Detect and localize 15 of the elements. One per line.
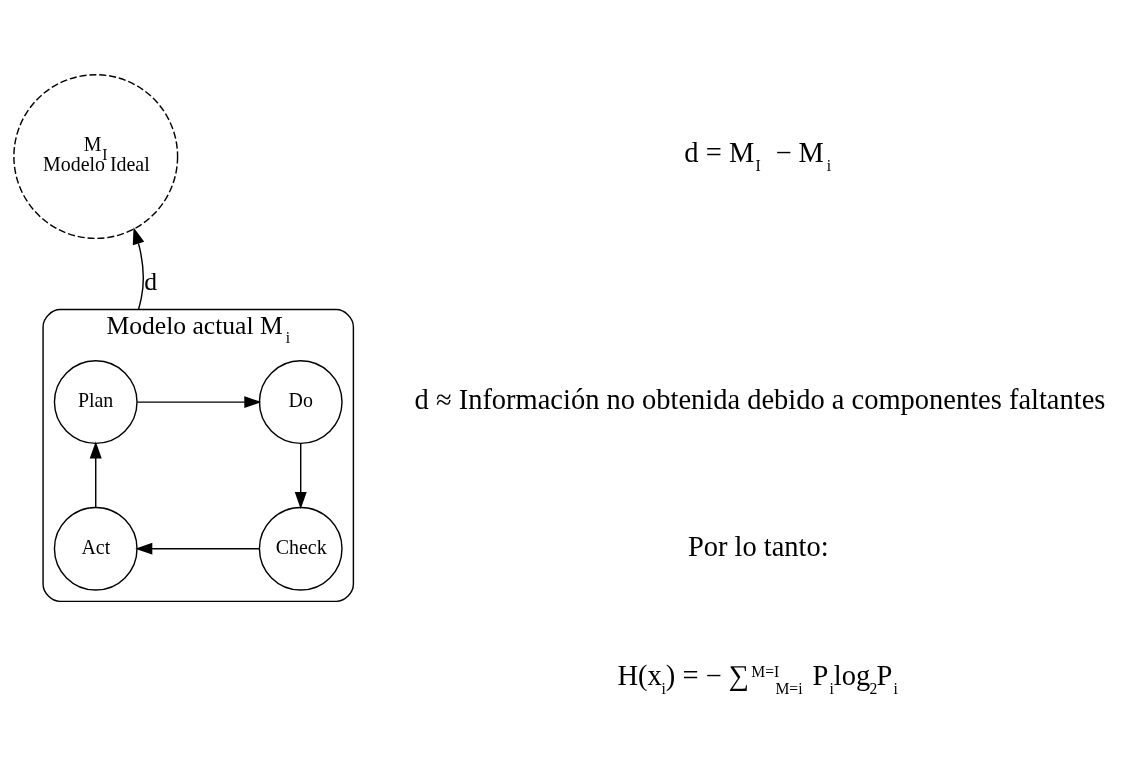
- arrow: [294, 442, 307, 510]
- label: H(x$_{i}$) = − ∑$^{M=I}$$_{M=i}$ P$_{i}$log$_{2}$P$_{i}$: [617, 660, 898, 697]
- arrow: [132, 227, 145, 311]
- node-circle: M$_{I}$ Modelo Ideal: [13, 74, 179, 240]
- node-circle: Check: [258, 506, 343, 591]
- node-circle: Plan: [53, 360, 138, 445]
- arrow: [136, 396, 262, 409]
- label: d ≈ Información no obtenida debido a componentes faltantes: [414, 384, 1106, 416]
- label: Por lo tanto:: [687, 530, 829, 562]
- node-circle: Do: [258, 360, 343, 445]
- edge-label: d: [144, 267, 157, 297]
- node-circle: Act: [53, 506, 138, 591]
- arrow: [89, 441, 102, 508]
- arrow: [135, 542, 260, 555]
- label: d = M$_{I}$ − M$_{i}$: [684, 137, 832, 174]
